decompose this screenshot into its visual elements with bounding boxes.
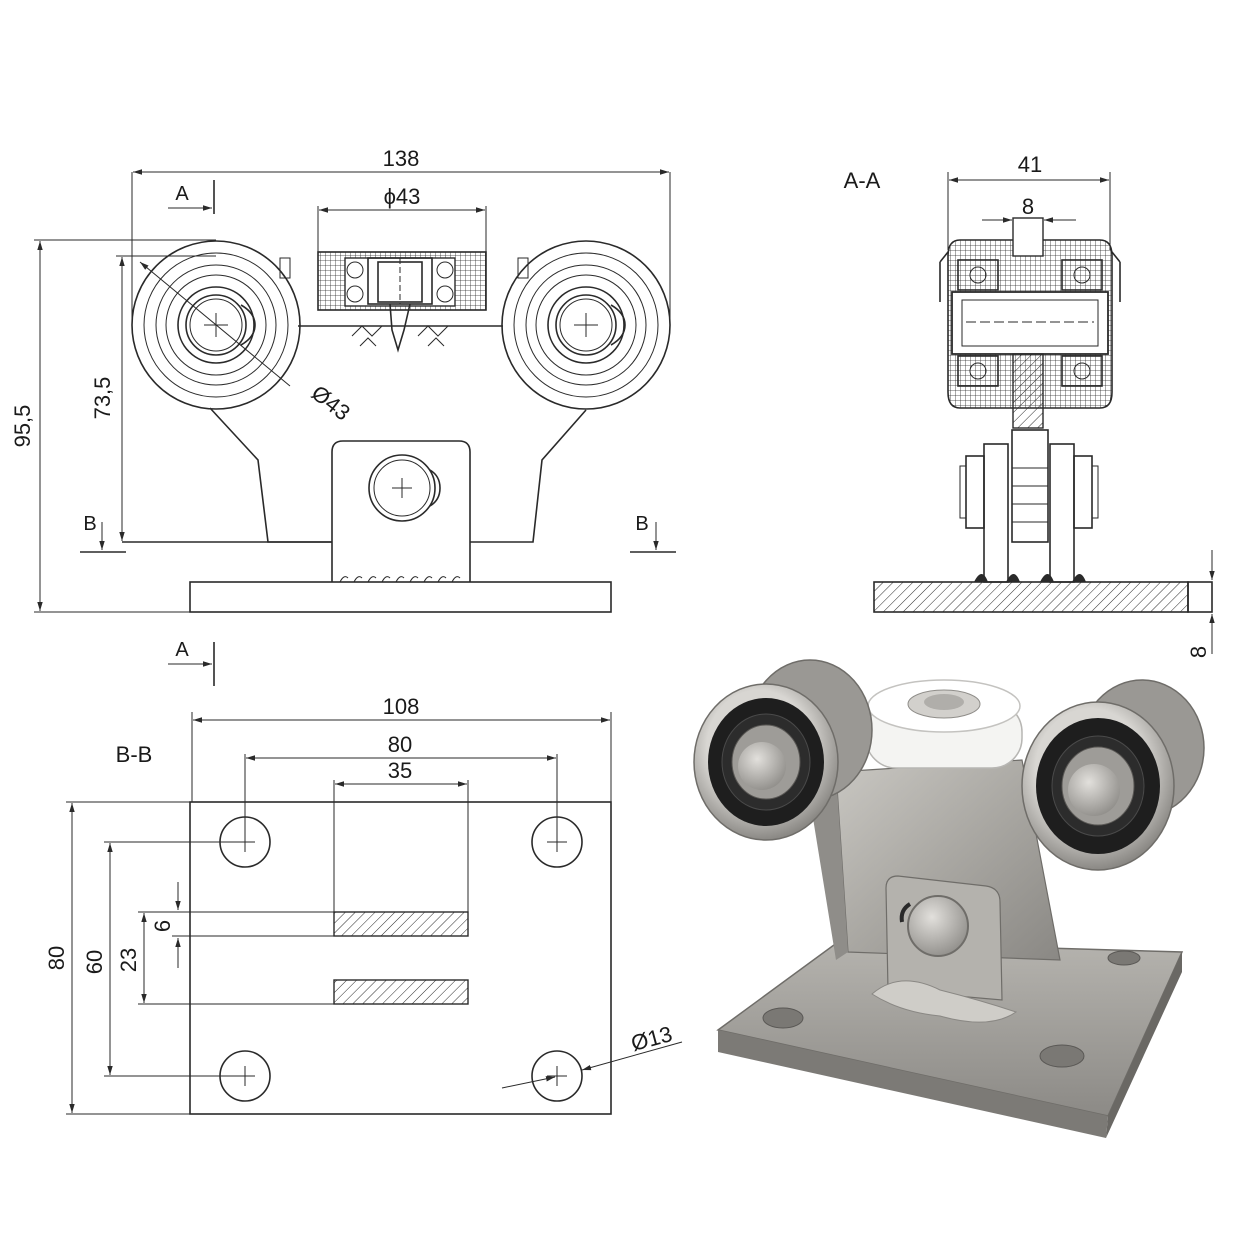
section-aa-view: A-A 41 (844, 152, 1215, 658)
section-bb-title: B-B (116, 742, 153, 767)
photo-plate-hole-1 (762, 1007, 804, 1029)
front-left-tab (279, 257, 291, 279)
front-bracket (331, 440, 471, 582)
dim-bb-weld-offset: 23 (116, 948, 141, 972)
front-right-wheel (501, 240, 671, 410)
front-view: A A B B 138 ϕ43 Ø43 95,5 73,5 (10, 146, 676, 686)
front-bracket-circlip (429, 469, 441, 507)
photo-bracket-axle (907, 895, 969, 957)
aa-wheel-flanges (939, 251, 1121, 302)
aa-bearing-tr (1061, 259, 1103, 291)
product-photo-roller-carriage-icon (693, 659, 1205, 1138)
photo-plate-hole-2 (1039, 1044, 1085, 1068)
section-bb-view: B-B 108 80 35 80 60 (44, 694, 683, 1115)
dim-bb-weld-length: 35 (388, 758, 412, 783)
dim-bb-hole-spacing-y: 60 (82, 950, 107, 974)
section-aa-title: A-A (844, 168, 881, 193)
section-b-left-label: B (83, 513, 96, 535)
section-a-bottom-label: A (175, 639, 189, 661)
dim-aa-web-thickness: 8 (1022, 194, 1034, 219)
aa-web (1012, 353, 1044, 429)
section-b-right-label: B (635, 513, 648, 535)
aa-bearing-bl (957, 355, 999, 387)
dim-aa-plate-thickness: 8 (1186, 646, 1211, 658)
aa-welds (974, 574, 1086, 582)
front-bracket-axle-inner (373, 459, 431, 517)
aa-bracket-threads (1012, 467, 1048, 523)
front-left-wheel (131, 240, 301, 410)
aa-bearing-br (1061, 355, 1103, 387)
front-bracket-axle (368, 454, 436, 522)
bb-hole-br (531, 1050, 583, 1102)
front-guide-roller (317, 251, 487, 353)
photo-weld (871, 980, 1018, 1023)
aa-bracket-right (1049, 443, 1075, 583)
front-base-plate (189, 581, 612, 613)
dim-13-arrow-in (501, 1076, 556, 1089)
dim-bb-weld-width: 6 (150, 920, 175, 932)
dim-bb-plate-width: 108 (383, 694, 420, 719)
dim-bb-hole-spacing-x: 80 (388, 732, 412, 757)
aa-bearing-tl (957, 259, 999, 291)
aa-base-plate (873, 581, 1189, 613)
aa-pin-left (965, 455, 985, 529)
photo-right-wheel (1021, 679, 1205, 871)
aa-axle (951, 291, 1109, 355)
front-bracket-weld (339, 576, 461, 583)
photo-left-wheel (693, 659, 873, 841)
front-right-tab (517, 257, 529, 279)
dim-wheel-diameter: Ø43 (307, 380, 355, 425)
dim-wheel-diameter-leader (139, 261, 291, 387)
dim-aa-width: 41 (1018, 152, 1042, 177)
front-body-outline (209, 407, 587, 543)
dim-overall-width: 138 (383, 146, 420, 171)
dim-bb-hole-diameter: Ø13 (628, 1021, 675, 1056)
aa-web-top (1012, 217, 1044, 257)
dim-axle-height: 73,5 (90, 377, 115, 420)
dim-bb-plate-depth: 80 (44, 946, 69, 970)
dim-overall-height: 95,5 (10, 405, 35, 448)
bb-weld-bottom (333, 979, 469, 1005)
dim-guide-roller-diameter: ϕ43 (384, 184, 421, 209)
photo-nylon-guide-roller (865, 679, 1023, 769)
aa-pin-right (1073, 455, 1093, 529)
aa-bracket-left (983, 443, 1009, 583)
dim-13-leader (581, 1041, 683, 1071)
bb-plate (189, 801, 612, 1115)
front-bracket-axle-center (392, 478, 412, 498)
photo-plate-hole-3 (1107, 950, 1141, 966)
section-a-top-label: A (175, 183, 189, 205)
bb-weld-top (333, 911, 469, 937)
aa-base-plate-end (1187, 581, 1213, 613)
